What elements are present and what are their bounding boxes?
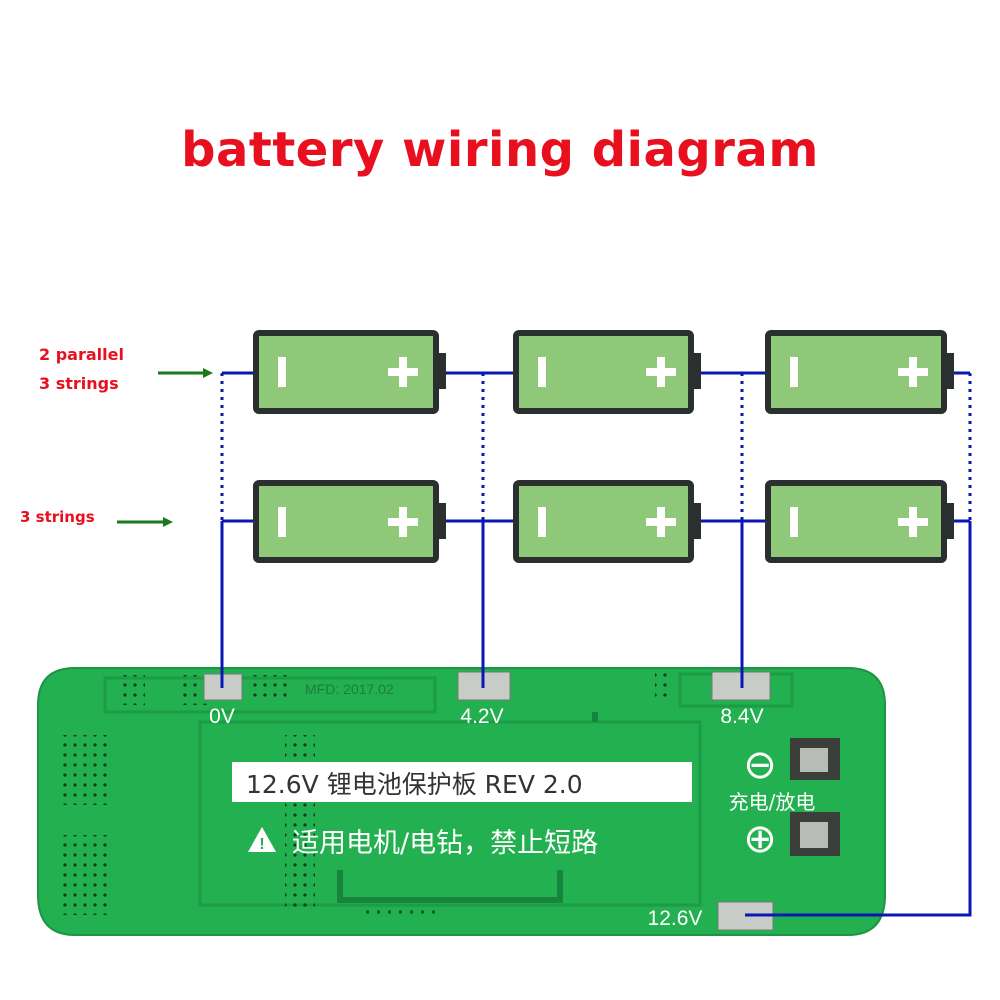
warning-text: 适用电机/电钻，禁止短路 [292, 828, 598, 859]
battery [765, 330, 954, 414]
battery [513, 480, 701, 563]
battery-positive-icon [388, 357, 418, 387]
note-parallel-line2: 3 strings [39, 374, 119, 393]
battery-positive-icon [388, 507, 418, 537]
terminal-label-0v: 0V [209, 705, 235, 728]
battery-positive-icon [646, 507, 676, 537]
charge-discharge-label: 充电/放电 [729, 790, 816, 814]
battery-positive-icon [898, 507, 928, 537]
terminal-label-8v4: 8.4V [720, 705, 763, 728]
note-parallel: 2 parallel 3 strings [39, 340, 124, 398]
battery-negative-icon [538, 357, 546, 387]
battery [253, 480, 446, 563]
battery-negative-icon [278, 507, 286, 537]
battery-negative-icon [790, 357, 798, 387]
battery [765, 480, 954, 563]
wire-to-12v6 [745, 521, 972, 917]
svg-text:!: ! [259, 836, 264, 853]
minus-output-icon: ⊖ [743, 742, 777, 788]
battery-positive-icon [898, 357, 928, 387]
plus-output-icon: ⊕ [743, 816, 777, 862]
note-parallel-line1: 2 parallel [39, 345, 124, 364]
battery-negative-icon [278, 357, 286, 387]
diagram-title: battery wiring diagram [181, 122, 819, 178]
terminal-label-4v2: 4.2V [460, 705, 503, 728]
terminal-label-12v6: 12.6V [648, 907, 703, 930]
battery [513, 330, 701, 414]
battery-negative-icon [790, 507, 798, 537]
board-label: 12.6V 锂电池保护板 REV 2.0 [246, 770, 583, 799]
battery [253, 330, 446, 414]
battery-negative-icon [538, 507, 546, 537]
warning-icon [248, 827, 276, 852]
mfd-marking: MFD: 2017.02 [305, 681, 394, 697]
note-strings: 3 strings [20, 508, 95, 526]
battery-positive-icon [646, 357, 676, 387]
board-label-box [232, 762, 692, 802]
